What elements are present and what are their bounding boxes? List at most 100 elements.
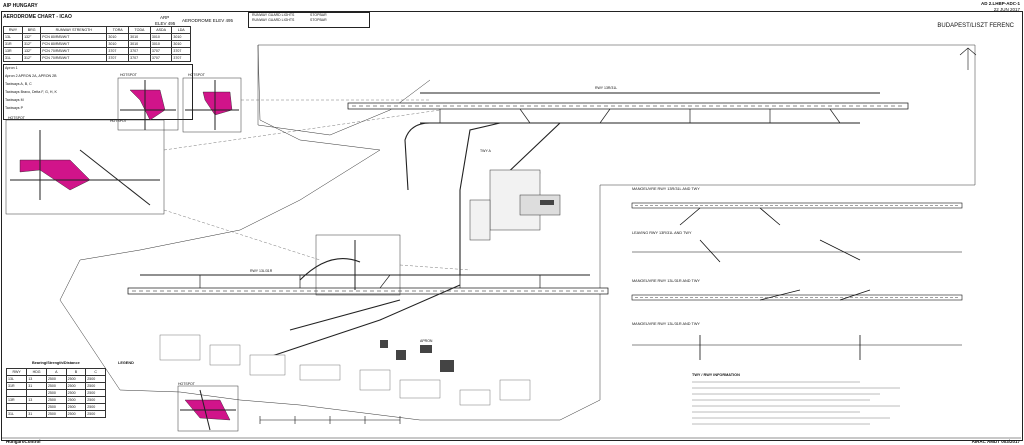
cell: 13 xyxy=(26,396,47,404)
cell: 3707 xyxy=(149,47,173,55)
profile-title-1: MANOEUVRE RWY 13R/31L AND TWY xyxy=(632,187,700,191)
th: C xyxy=(85,368,106,376)
footer-right: AIRAC AMDT 003/2017 xyxy=(971,439,1020,444)
cell: 2500 xyxy=(85,410,106,418)
cell xyxy=(5,389,28,397)
apron-item: Taxiways Bravo, Delta F, G, H, K xyxy=(5,90,57,94)
cell: 13R xyxy=(5,396,28,404)
cell: 2500 xyxy=(45,389,67,397)
cell xyxy=(26,389,47,397)
hotspot-label: HOTSPOT xyxy=(178,382,195,386)
chart-frame xyxy=(1,11,1023,441)
th: B xyxy=(65,368,87,376)
arp-label: ARP xyxy=(160,15,170,20)
cell: 132° xyxy=(22,33,42,41)
notes-title: TWY / RWY INFORMATION xyxy=(692,373,740,377)
cell: 3010 xyxy=(106,40,130,48)
cell: 2500 xyxy=(65,396,87,404)
distance-table-title: Bearing/Strength/Distance xyxy=(32,361,80,365)
apron-item: Apron 1 xyxy=(5,66,18,70)
profile-title-2: LEAVING RWY 13R/31L AND TWY xyxy=(632,231,692,235)
cell: 3010 xyxy=(128,40,151,48)
city-title: BUDAPEST/LISZT FERENC xyxy=(937,23,1014,29)
cell: 2500 xyxy=(65,410,87,418)
cell: 31R xyxy=(2,40,24,48)
elev-label: ELEV 495 xyxy=(155,21,176,26)
apron-item: Apron 2 APRON 2A, APRON 2B xyxy=(5,74,57,78)
runway-table: RWY BRG RUNWAY STRENGTH TORA TODA ASDA L… xyxy=(2,26,191,62)
cell: PCN 80/R/B/W/T xyxy=(40,40,108,48)
cell: 2500 xyxy=(45,403,67,411)
cell: 2500 xyxy=(65,389,87,397)
doc-code: AD 2.LHBP-ADC-1 xyxy=(980,1,1020,6)
runway-label-lower: RWY 13L/31R xyxy=(250,269,273,273)
cell: 3010 xyxy=(171,33,191,41)
doc-date: 22 JUN 2017 xyxy=(993,7,1020,12)
top-legend-box xyxy=(248,12,370,28)
top-legend-3: STOPBAR xyxy=(310,13,327,17)
twr-label: TWR xyxy=(542,197,550,201)
terminal-label: TERMINAL 2 xyxy=(520,171,541,175)
cell: 2500 xyxy=(45,396,67,404)
cell: 31L xyxy=(2,54,24,62)
th: A xyxy=(45,368,67,376)
th-rwy: RWY xyxy=(2,26,24,34)
cell: PCN 70/R/B/W/T xyxy=(40,54,108,62)
cell: 2500 xyxy=(45,382,67,390)
cell: 3010 xyxy=(171,40,191,48)
cell: 2500 xyxy=(85,382,106,390)
th-brg: BRG xyxy=(22,26,42,34)
cell: 2500 xyxy=(65,375,87,383)
cell: 13R xyxy=(2,47,24,55)
hotspot-label: HOTSPOT xyxy=(110,119,127,123)
apron-label: APRON xyxy=(420,339,433,343)
apron-item: Taxiways P xyxy=(5,106,23,110)
cell: 2500 xyxy=(65,382,87,390)
cell: 3707 xyxy=(128,54,151,62)
cell: 2500 xyxy=(85,375,106,383)
top-legend-2: RUNWAY GUARD LIGHTS xyxy=(252,18,295,22)
cell: 3010 xyxy=(149,33,173,41)
cell: 2500 xyxy=(45,375,67,383)
chart-title: AERODROME CHART - ICAO xyxy=(3,14,72,20)
hotspot-label: HOTSPOT xyxy=(188,73,205,77)
taxiway-label: TWY A xyxy=(480,149,491,153)
cell xyxy=(26,403,47,411)
cell: PCN 70/R/B/W/T xyxy=(40,47,108,55)
cell: 13 xyxy=(26,375,47,383)
legend-title: LEGEND xyxy=(118,361,134,365)
cell: 31L xyxy=(5,410,28,418)
hotspot-label: HOTSPOT xyxy=(8,116,25,120)
cell: 312° xyxy=(22,40,42,48)
profile-title-4: MANOEUVRE RWY 13L/31R AND TWY xyxy=(632,322,700,326)
cell: 31R xyxy=(5,382,28,390)
cell xyxy=(5,403,28,411)
cell: 2500 xyxy=(85,403,106,411)
cell: 2500 xyxy=(85,389,106,397)
cell: 3707 xyxy=(128,47,151,55)
cell: 13L xyxy=(5,375,28,383)
apron-item: Taxiways A, B, C xyxy=(5,82,32,86)
cell: 13L xyxy=(2,33,24,41)
cell: 2500 xyxy=(65,403,87,411)
cell: 3707 xyxy=(106,54,130,62)
runway-label-upper: RWY 13R/31L xyxy=(595,86,618,90)
cell: 3010 xyxy=(128,33,151,41)
cell: 312° xyxy=(22,54,42,62)
runway-table-header: RWY BRG RUNWAY STRENGTH TORA TODA ASDA L… xyxy=(2,26,191,34)
apron-item: Taxiways M xyxy=(5,98,24,102)
footer-left: HungaroControl xyxy=(6,439,41,444)
th: HDG xyxy=(26,368,47,376)
cell: 31 xyxy=(26,382,47,390)
